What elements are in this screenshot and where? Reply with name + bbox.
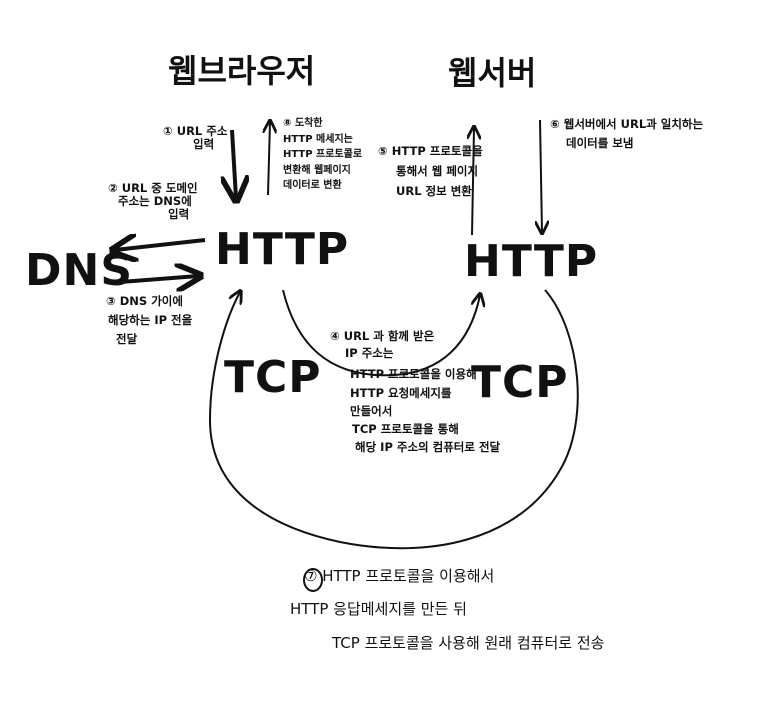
arrow-dns-to-http [119,276,198,282]
http-server-label: HTTP [464,236,599,287]
step3-line: 전달 [116,332,138,347]
step2-line: ② URL 중 도메인 [108,181,198,195]
step8-line: 변환해 웹페이지 [283,164,351,176]
arrow-http-to-server [472,128,474,236]
step1-line: ① URL 주소 [163,124,228,138]
arrow-request-curve [282,289,480,377]
step8-line: HTTP 프로토콜로 [283,149,363,160]
step3-line: ③ DNS 가이에 [106,294,183,308]
arrow-http-to-dns [115,240,206,250]
step6-line: ⑥ 웹서버에서 URL과 일치하는 [550,117,704,131]
step8-note: ⑧ 도착한 HTTP 메세지는 HTTP 프로토콜로 변환해 웹페이지 데이터로… [283,118,362,192]
step5-line: 통해서 웹 페이지 [396,164,479,179]
step3-line: 해당하는 IP 전을 [108,313,193,328]
step4-line: IP 주소는 [345,346,394,361]
step2-line: 입력 [168,207,190,222]
arrow-response-curve [208,290,579,550]
dns-label: DNS [25,245,134,296]
arrow-http-to-browser [268,122,270,196]
step4-line: 해당 IP 주소의 컴퓨터로 전달 [355,440,501,455]
step7-line: HTTP 응답메세지를 만든 뒤 [290,600,467,619]
step5-line: ⑤ HTTP 프로토콜을 [378,144,483,158]
step8-line: HTTP 메세지는 [283,133,353,145]
step6-line: 데이터를 보냄 [566,136,634,151]
arrow-browser-to-http [232,129,236,198]
step1-line: 입력 [193,137,215,152]
step7-line: TCP 프로토콜을 사용해 원래 컴퓨터로 전송 [332,633,605,652]
step8-line: ⑧ 도착한 [283,118,323,129]
step5-line: URL 정보 변환 [396,184,472,199]
tcp-left-label: TCP [224,352,322,403]
step4-line: HTTP 요청메세지를 [350,385,452,400]
step2-line: 주소는 DNS에 [118,194,192,209]
tcp-right-label: TCP [471,357,569,408]
arrow-server-to-http [540,119,542,232]
step8-line: 데이터로 변환 [283,180,342,191]
step7-line: ⑦ HTTP 프로토콜을 이용해서 [304,567,495,585]
step4-note: ④ URL 과 함께 받은 IP 주소는 HTTP 프로토콜을 이용해 HTTP… [330,329,501,455]
step7-note: ⑦ HTTP 프로토콜을 이용해서 HTTP 응답메세지를 만든 뒤 TCP 프… [290,567,605,652]
browser-label: 웹브라우저 [168,52,316,90]
step4-line: ④ URL 과 함께 받은 [330,329,435,343]
step1-note: ① URL 주소 입력 [163,124,228,152]
http-browser-label: HTTP [215,224,350,275]
step3-note: ③ DNS 가이에 해당하는 IP 전을 전달 [106,294,193,347]
server-label: 웹서버 [448,54,537,92]
step4-line: HTTP 프로토콜을 이용해 [350,367,477,382]
step2-note: ② URL 중 도메인 주소는 DNS에 입력 [108,181,198,222]
step7-circle [303,568,323,592]
step4-line: 만들어서 [350,403,393,418]
step4-line: TCP 프로토콜을 통해 [352,422,459,437]
step6-note: ⑥ 웹서버에서 URL과 일치하는 데이터를 보냄 [550,117,704,151]
step5-note: ⑤ HTTP 프로토콜을 통해서 웹 페이지 URL 정보 변환 [378,144,483,199]
